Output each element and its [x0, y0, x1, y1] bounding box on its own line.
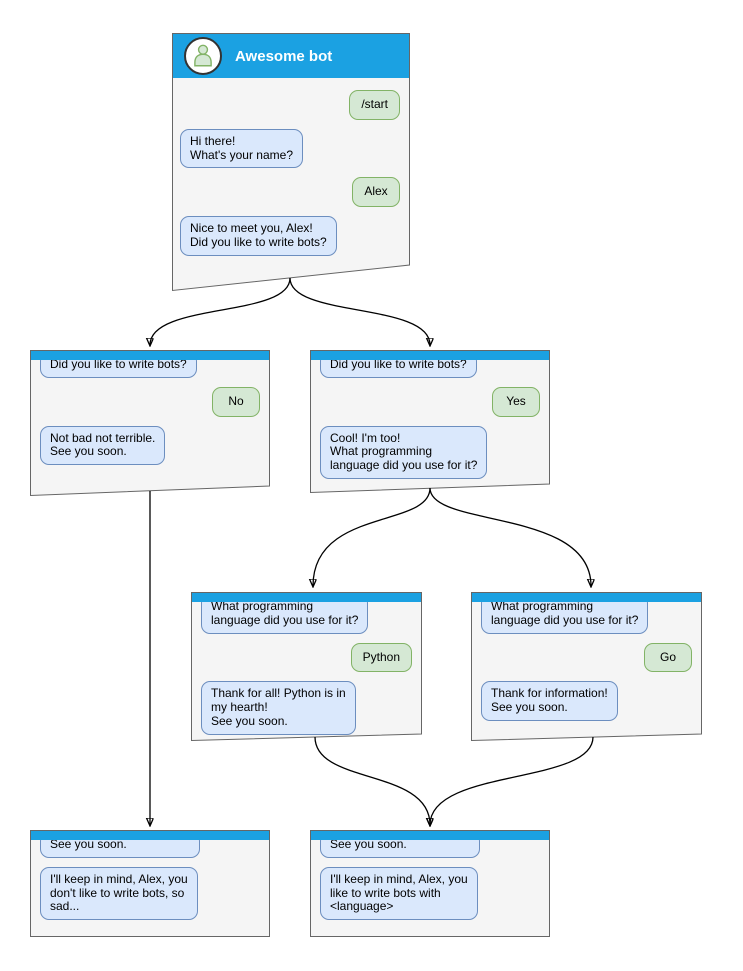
window-title-strip — [192, 593, 421, 602]
message-list: What programming language did you use fo… — [471, 592, 702, 721]
message-list: Did you like to write bots? No Not bad n… — [30, 350, 270, 466]
message-bubble-bot: Not bad not terrible. See you soon. — [40, 425, 166, 466]
message-bubble-user: Yes — [492, 386, 540, 417]
message-bubble-user: No — [212, 386, 260, 417]
message-list: Did you like to write bots? Yes Cool! I'… — [310, 350, 550, 479]
message-bubble-bot: Thank for information! See you soon. — [481, 681, 618, 721]
message-bubble-user: /start — [349, 90, 400, 120]
flow-arrow-yes-to-python — [313, 487, 431, 586]
chat-window-yes-branch: Did you like to write bots? Yes Cool! I'… — [310, 350, 550, 496]
window-title-strip — [31, 831, 269, 840]
message-bubble-bot: I'll keep in mind, Alex, you don't like … — [40, 866, 198, 921]
message-bubble-bot: Nice to meet you, Alex! Did you like to … — [180, 216, 337, 256]
message-bubble-bot: Did you like to write bots? — [40, 352, 197, 378]
person-icon — [194, 44, 212, 67]
flow-arrow-go-to-end — [430, 736, 594, 825]
message-bubble-bot: Hi there! What's your name? — [180, 128, 304, 169]
chat-window-end-yes: See you soon. I'll keep in mind, Alex, y… — [310, 830, 550, 937]
window-title-strip — [311, 351, 549, 360]
message-list: What programming language did you use fo… — [191, 592, 422, 735]
message-bubble-bot: Thank for all! Python is in my hearth! S… — [201, 681, 356, 735]
chat-window-titlebar: Awesome bot — [173, 34, 409, 78]
bot-avatar — [184, 37, 222, 75]
chat-window-python-branch: What programming language did you use fo… — [191, 592, 422, 742]
flow-arrow-yes-to-go — [429, 487, 591, 586]
message-list: See you soon. I'll keep in mind, Alex, y… — [30, 830, 270, 921]
message-list: /start Hi there! What's your name? Alex … — [172, 33, 410, 256]
message-bubble-user: Alex — [352, 177, 400, 208]
message-list: See you soon. I'll keep in mind, Alex, y… — [310, 830, 550, 921]
message-bubble-bot: I'll keep in mind, Alex, you like to wri… — [320, 866, 478, 921]
window-title-strip — [31, 351, 269, 360]
message-bubble-user: Python — [350, 642, 412, 673]
chat-window-go-branch: What programming language did you use fo… — [471, 592, 702, 742]
window-title-strip — [472, 593, 701, 602]
flow-arrow-python-to-end — [314, 736, 430, 825]
chat-window-no-branch: Did you like to write bots? No Not bad n… — [30, 350, 270, 497]
bot-title: Awesome bot — [235, 47, 333, 65]
chat-window-end-no: See you soon. I'll keep in mind, Alex, y… — [30, 830, 270, 937]
message-bubble-user: Go — [644, 642, 692, 673]
window-title-strip — [311, 831, 549, 840]
chat-window-main: Awesome bot /start Hi there! What's your… — [172, 33, 410, 292]
message-bubble-bot: Cool! I'm too! What programming language… — [320, 425, 488, 479]
